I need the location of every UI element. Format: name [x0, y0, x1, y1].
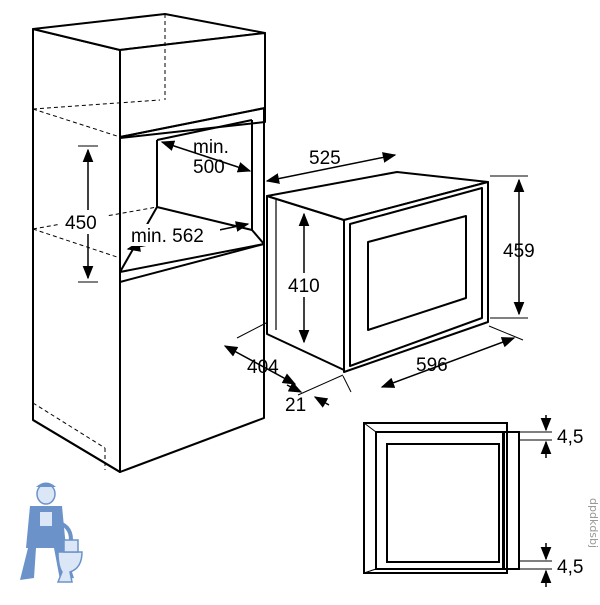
dim-offset: 21	[285, 374, 344, 416]
label-596: 596	[416, 355, 448, 376]
cabinet-hidden-edges	[32, 14, 166, 470]
plumber-mascot-logo	[20, 482, 83, 583]
dim-niche-height: 450	[60, 145, 108, 283]
oven-section-view	[363, 422, 520, 574]
dim-oven-body-height: 410	[286, 212, 328, 344]
built-in-oven	[266, 171, 489, 373]
dim-oven-front-width: 596	[342, 325, 524, 393]
dim-niche-width: min. 562	[126, 221, 250, 252]
label-min-500-line1: min.500	[193, 137, 229, 178]
label-gap-bottom: 4,5	[557, 557, 583, 578]
label-525: 525	[309, 148, 341, 169]
label-gap-top: 4,5	[557, 427, 583, 448]
label-21: 21	[285, 395, 306, 416]
dim-side-gaps	[519, 415, 552, 587]
watermark-text: dpdkdsbj	[587, 498, 600, 548]
label-min-562: min. 562	[131, 226, 204, 247]
dim-oven-depth: 525	[265, 148, 397, 184]
label-450: 450	[65, 213, 97, 234]
label-459: 459	[503, 241, 535, 262]
label-404: 404	[247, 357, 279, 378]
dim-niche-depth: min.500	[160, 137, 252, 178]
dim-cabinet-depth: 404	[223, 321, 297, 385]
dim-oven-front-height: 459	[490, 175, 535, 319]
label-410: 410	[288, 276, 320, 297]
